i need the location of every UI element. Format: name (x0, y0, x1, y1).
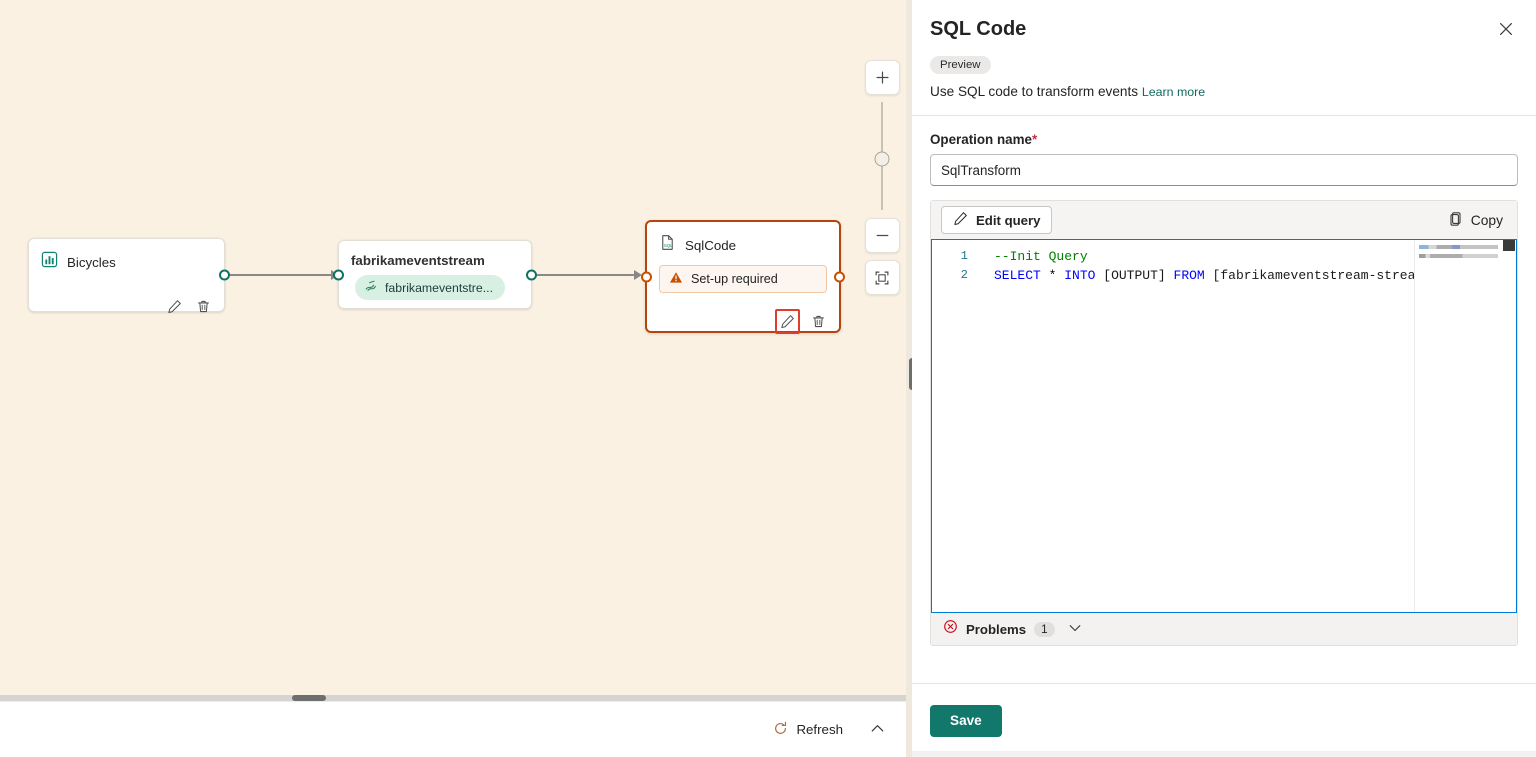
canvas-horizontal-scrollbar[interactable] (0, 695, 912, 701)
canvas-zoom-controls (864, 60, 900, 312)
fit-to-screen-button[interactable] (864, 260, 900, 295)
sql-file-icon: SQL (659, 234, 676, 256)
query-editor: Edit query Copy 1 (930, 200, 1518, 646)
preview-badge: Preview (930, 56, 991, 74)
required-marker: * (1031, 132, 1038, 147)
canvas-node-sqlcode[interactable]: SQL SqlCode Set-up required (641, 220, 845, 334)
edge-bicycles-to-fabrika (230, 274, 334, 276)
operation-name-label: Operation name* (930, 132, 1518, 147)
edit-query-button[interactable]: Edit query (941, 206, 1053, 234)
close-icon (1498, 21, 1514, 40)
svg-text:SQL: SQL (664, 243, 673, 248)
node-output-connector[interactable] (219, 269, 230, 281)
panel-footer: Save (912, 683, 1536, 757)
panel-body: Operation name* Edit query (912, 116, 1536, 683)
operation-name-input[interactable] (930, 154, 1518, 186)
node-header: fabrikameventstream (339, 241, 531, 268)
copy-label: Copy (1470, 212, 1503, 228)
problems-count-badge: 1 (1034, 621, 1055, 637)
canvas-node-bicycles[interactable]: Bicycles (28, 238, 230, 313)
sql-code-panel: SQL Code Preview Use SQL code to transfo… (912, 0, 1536, 757)
problems-expand-button[interactable] (1063, 618, 1087, 641)
line-number: 2 (960, 268, 968, 282)
node-title: SqlCode (685, 237, 737, 253)
panel-description: Use SQL code to transform events (930, 84, 1139, 99)
refresh-icon (773, 721, 788, 739)
problems-label: Problems (966, 621, 1027, 637)
node-edit-button[interactable] (775, 309, 800, 334)
code-line: SELECT * INTO [OUTPUT] FROM [fabrikameve… (994, 268, 1431, 283)
panel-header: SQL Code (912, 0, 1536, 55)
footer-strip (912, 751, 1536, 757)
collapse-panel-button[interactable] (865, 716, 890, 744)
node-actions (29, 295, 224, 324)
divider (912, 115, 1536, 116)
canvas-surface[interactable]: Bicycles (0, 0, 912, 699)
copy-button[interactable]: Copy (1444, 207, 1507, 234)
node-input-connector[interactable] (641, 271, 652, 282)
node-input-connector[interactable] (333, 269, 344, 280)
node-stream-pill[interactable]: fabrikameventstre... (355, 275, 505, 300)
problems-bar[interactable]: Problems 1 (931, 613, 1517, 645)
zoom-out-button[interactable] (864, 218, 900, 253)
pencil-icon (953, 211, 968, 229)
editor-toolbar: Edit query Copy (931, 201, 1517, 239)
panel-description-row: Use SQL code to transform events Learn m… (930, 84, 1518, 99)
node-status-label: Set-up required (691, 272, 778, 286)
eventstream-icon (364, 279, 378, 296)
refresh-label: Refresh (796, 722, 843, 737)
minimap-line (1419, 254, 1498, 258)
node-header: SQL SqlCode (647, 222, 839, 256)
edge-arrow-2 (634, 270, 642, 280)
refresh-button[interactable]: Refresh (769, 717, 847, 743)
node-actions (647, 309, 839, 341)
node-output-connector[interactable] (834, 271, 845, 282)
edge-fabrika-to-sqlcode (537, 274, 637, 276)
zoom-in-button[interactable] (864, 60, 900, 95)
chevron-down-icon (1067, 620, 1083, 639)
chevron-up-icon (869, 720, 886, 740)
line-number-gutter: 1 2 (932, 240, 978, 612)
node-stream-pill-label: fabrikameventstre... (385, 280, 493, 295)
error-circle-icon (943, 619, 958, 639)
canvas-node-fabrikameventstream[interactable]: fabrikameventstream fabrikameventstre... (333, 240, 537, 309)
save-button[interactable]: Save (930, 704, 1002, 737)
node-edit-button[interactable] (163, 295, 185, 317)
editor-minimap[interactable] (1414, 240, 1502, 612)
code-line: --Init Query (994, 249, 1088, 264)
node-delete-button[interactable] (192, 295, 214, 317)
copy-icon (1448, 211, 1464, 230)
minimap-line (1419, 245, 1498, 249)
edit-query-label: Edit query (976, 212, 1041, 228)
close-button[interactable] (1492, 16, 1520, 44)
warning-triangle-icon (669, 271, 683, 287)
canvas-bottom-bar: Refresh (0, 701, 912, 757)
node-delete-button[interactable] (807, 311, 829, 333)
scrollbar-thumb[interactable] (1503, 240, 1515, 251)
node-title: fabrikameventstream (351, 253, 485, 268)
learn-more-link[interactable]: Learn more (1141, 85, 1206, 99)
eventstream-canvas[interactable]: Bicycles (0, 0, 912, 757)
editor-vertical-scrollbar[interactable] (1502, 240, 1516, 612)
operation-name-label-text: Operation name (930, 132, 1032, 147)
node-status-badge: Set-up required (659, 265, 827, 293)
line-number: 1 (960, 249, 968, 263)
bar-chart-icon (41, 251, 58, 273)
page-title: SQL Code (930, 18, 1027, 40)
node-output-connector[interactable] (526, 269, 537, 280)
scrollbar-thumb[interactable] (292, 695, 326, 701)
zoom-slider-handle[interactable] (874, 151, 890, 167)
node-title: Bicycles (67, 254, 116, 270)
node-header: Bicycles (29, 239, 224, 273)
zoom-slider[interactable] (874, 102, 890, 210)
panel-subheader: Preview Use SQL code to transform events… (912, 55, 1536, 115)
